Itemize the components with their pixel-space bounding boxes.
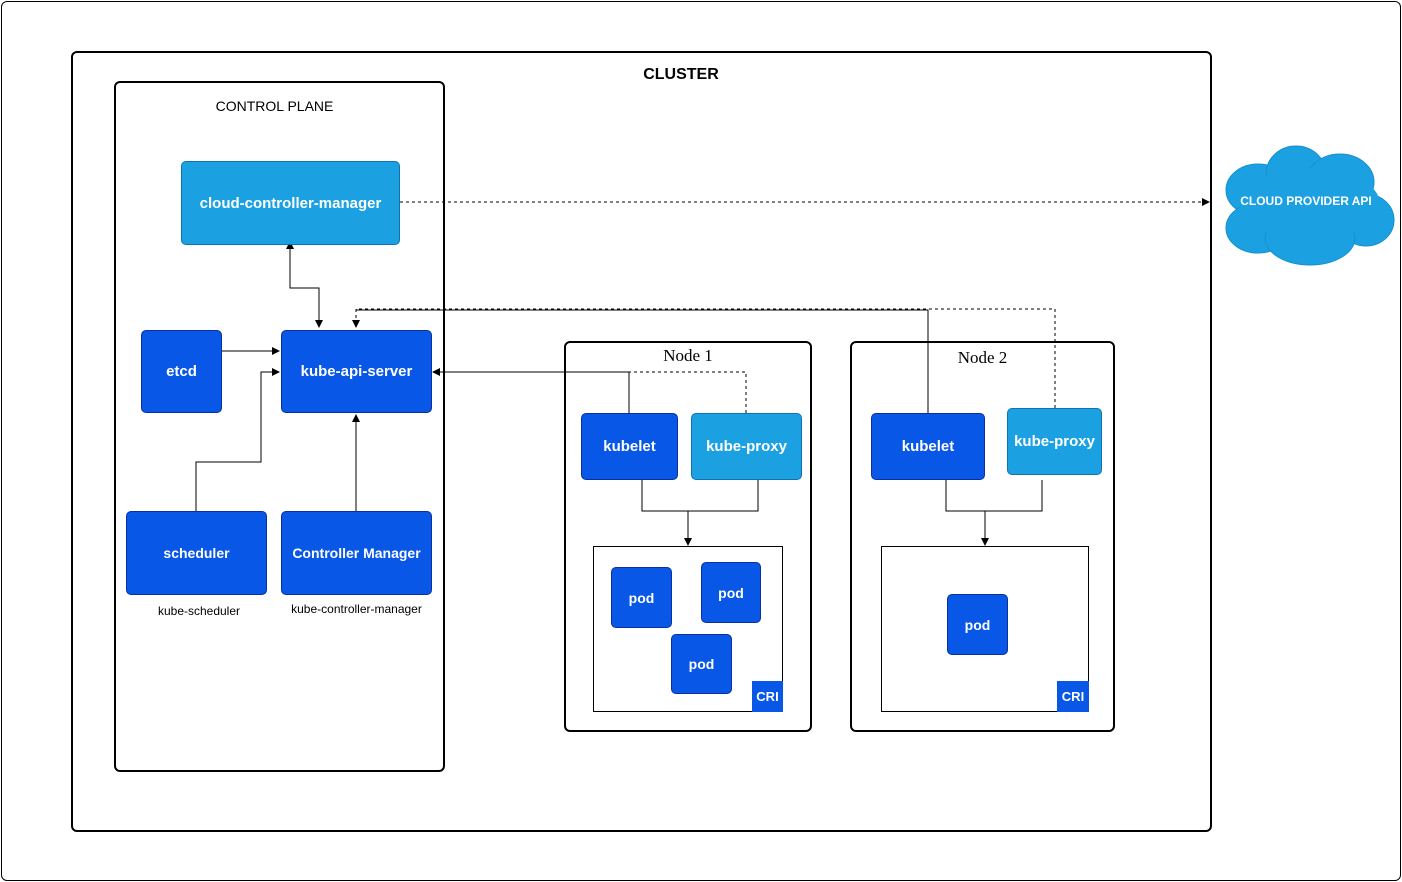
node-1-kubelet-box[interactable]: kubelet [581, 413, 678, 480]
cluster-title: CLUSTER [643, 66, 719, 83]
control-plane-title: CONTROL PLANE [215, 98, 334, 114]
node-1-title: Node 1 [663, 346, 713, 365]
node2-proxy-to-api-arrow [352, 308, 1056, 408]
node-2-cri-badge: CRI [1057, 681, 1089, 712]
node-2-title: Node 2 [957, 348, 1008, 367]
node1-to-pods-arrow [641, 480, 759, 545]
node-2-pod[interactable]: pod [947, 594, 1008, 655]
cloud-icon[interactable] [1218, 140, 1400, 270]
node-2-kube-proxy-box[interactable]: kube-proxy [1007, 408, 1102, 475]
ccm-api-bidirectional-arrow [286, 241, 323, 328]
node-1-pod[interactable]: pod [701, 562, 761, 623]
scheduler-caption: kube-scheduler [157, 604, 241, 618]
cloud-controller-manager-box[interactable]: cloud-controller-manager [181, 161, 400, 245]
controller-manager-caption: kube-controller-manager [291, 602, 422, 616]
node1-proxy-to-api-line [629, 371, 747, 413]
kube-api-server-box[interactable]: kube-api-server [281, 330, 432, 413]
scheduler-box[interactable]: scheduler [126, 511, 267, 595]
node-1-cri-badge: CRI [752, 681, 783, 712]
node-2-kubelet-box[interactable]: kubelet [871, 413, 985, 480]
node2-to-pods-arrow [945, 480, 1043, 545]
etcd-box[interactable]: etcd [141, 330, 222, 413]
node-1-pod[interactable]: pod [611, 567, 672, 628]
controller-manager-box[interactable]: Controller Manager [281, 511, 432, 595]
node1-kubelet-to-api-arrow [432, 368, 630, 413]
scheduler-to-api-arrow [195, 368, 280, 511]
node-1-pod[interactable]: pod [671, 634, 732, 694]
node-1-kube-proxy-box[interactable]: kube-proxy [691, 413, 802, 480]
node2-kubelet-to-api-line [356, 309, 929, 413]
cloud-provider-label: CLOUD PROVIDER API [1240, 194, 1372, 208]
